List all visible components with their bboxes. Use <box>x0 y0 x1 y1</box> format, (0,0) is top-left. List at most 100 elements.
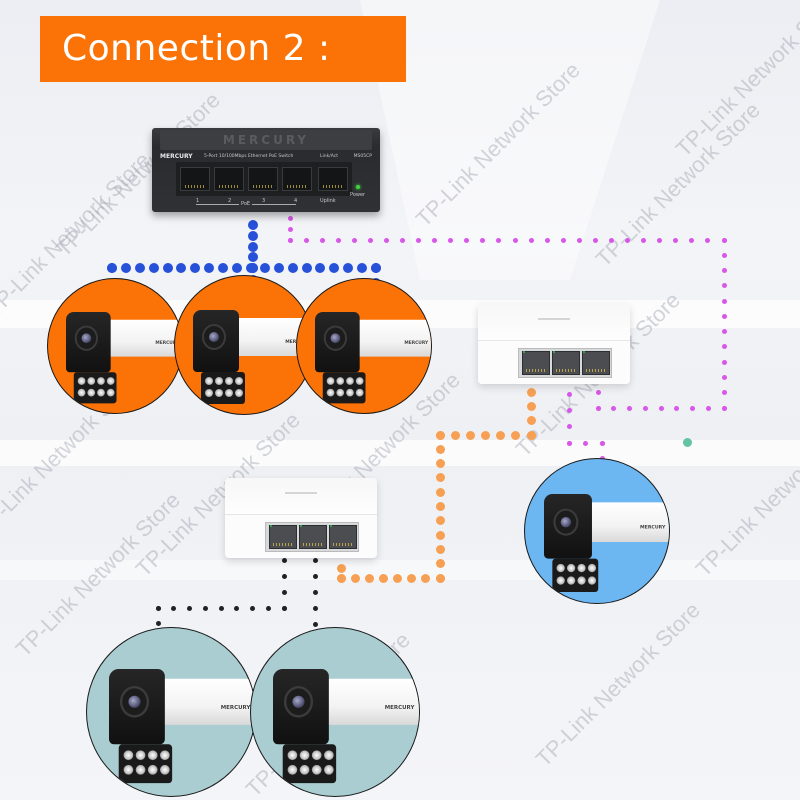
black-line-dot <box>312 621 318 627</box>
camera-brand: MERCURY <box>155 340 179 346</box>
pink-line-dot <box>496 237 502 243</box>
blue-line-dot <box>301 263 312 273</box>
port-led-icon <box>523 351 525 353</box>
orange-line-dot <box>336 573 346 583</box>
blue-line-dot <box>134 263 145 273</box>
ir-led-icon <box>299 764 310 775</box>
black-line-dot <box>281 589 287 595</box>
black-line-dot <box>265 605 271 611</box>
camera-lens-icon <box>560 516 572 528</box>
camera-ir-array <box>552 558 599 593</box>
blue-line-dot <box>120 263 131 273</box>
ir-led-icon <box>225 388 234 397</box>
blue-line-dot <box>273 263 284 273</box>
mini-switch-port <box>329 525 357 549</box>
ir-led-icon <box>324 764 334 775</box>
pink-line-dot <box>705 237 711 243</box>
blue-line-dot <box>343 263 354 273</box>
blue-line-dot <box>248 241 258 252</box>
pink-line-dot <box>566 391 572 397</box>
orange-line-dot <box>435 530 445 540</box>
orange-line-dot <box>526 416 536 426</box>
switch-port-2 <box>214 167 244 191</box>
pink-line-dot <box>287 215 293 221</box>
orange-line-dot <box>435 430 445 440</box>
ir-led-icon <box>147 764 158 775</box>
pink-line-dot <box>721 344 727 350</box>
pink-line-dot <box>544 237 550 243</box>
pink-line-dot <box>432 237 438 243</box>
ir-led-icon <box>355 388 364 397</box>
pink-line-dot <box>566 440 572 446</box>
mini-switch-logo <box>538 318 570 320</box>
camera-lens-ring <box>202 323 227 350</box>
orange-line-dot <box>450 430 460 440</box>
camera-brand: MERCURY <box>384 705 415 712</box>
ir-led-icon <box>336 376 344 385</box>
ir-led-icon <box>135 750 146 760</box>
blue-line-dot <box>248 230 258 241</box>
camera-lens-icon <box>330 332 340 343</box>
pink-line-dot <box>721 374 727 380</box>
camera-body: MERCURY <box>100 319 182 357</box>
mini-switch-port <box>552 351 580 375</box>
pink-line-dot <box>721 298 727 304</box>
black-line-dot <box>187 605 192 611</box>
camera-ir-array <box>322 371 366 403</box>
pink-line-dot <box>319 237 325 243</box>
ir-led-icon <box>566 576 576 585</box>
ir-led-icon <box>311 764 322 775</box>
camera-ir-array <box>282 744 337 783</box>
ir-led-icon <box>577 576 586 585</box>
ir-led-icon <box>215 388 224 397</box>
orange-line-dot <box>407 573 417 583</box>
pink-line-dot <box>560 237 566 243</box>
port-led-icon <box>583 351 585 353</box>
black-line-dot <box>312 557 318 563</box>
camera-lens-ring <box>284 685 314 718</box>
black-line-dot <box>281 557 287 563</box>
power-label: Power <box>350 192 366 198</box>
pink-line-dot <box>416 237 422 243</box>
port-led-icon <box>553 351 555 353</box>
pink-line-dot <box>383 237 389 243</box>
pink-line-dot <box>658 405 664 411</box>
camera-hood <box>543 494 592 559</box>
camera-ir-array <box>118 744 173 783</box>
orange-line-dot <box>435 473 445 483</box>
camera-brand: MERCURY <box>639 525 666 531</box>
ir-led-icon <box>235 376 244 385</box>
ir-led-icon <box>355 376 364 385</box>
pink-line-dot <box>566 424 572 430</box>
pink-line-dot <box>721 252 727 258</box>
blue-line-dot <box>287 263 298 273</box>
black-line-dot <box>155 620 161 626</box>
switch-port-3 <box>248 167 278 191</box>
camera-ir-array <box>201 371 246 404</box>
mini-switch-upper <box>478 304 630 384</box>
mini-switch-logo <box>285 492 317 494</box>
blue-line-dot <box>162 263 173 273</box>
camera-lens-ring <box>74 325 98 351</box>
orange-line-dot <box>364 573 374 583</box>
ir-led-icon <box>123 764 134 775</box>
pink-line-dot <box>595 389 601 395</box>
pink-line-dot <box>721 390 727 396</box>
pink-line-dot <box>566 408 572 413</box>
mini-switch-port <box>582 351 610 375</box>
pink-line-dot <box>642 405 648 411</box>
port-label: Uplink <box>320 198 336 204</box>
ir-led-icon <box>566 563 576 573</box>
pink-line-dot <box>721 405 727 411</box>
black-line-dot <box>281 605 287 611</box>
ir-led-icon <box>577 563 586 573</box>
black-line-dot <box>312 605 318 611</box>
blue-line-dot <box>218 263 229 273</box>
pink-line-dot <box>287 226 293 232</box>
pink-line-dot <box>674 405 680 411</box>
orange-line-dot <box>435 487 445 497</box>
switch-brand: MERCURY <box>160 153 193 160</box>
pink-line-dot <box>576 237 582 243</box>
switch-port-4 <box>282 167 312 191</box>
ir-led-icon <box>87 376 95 385</box>
